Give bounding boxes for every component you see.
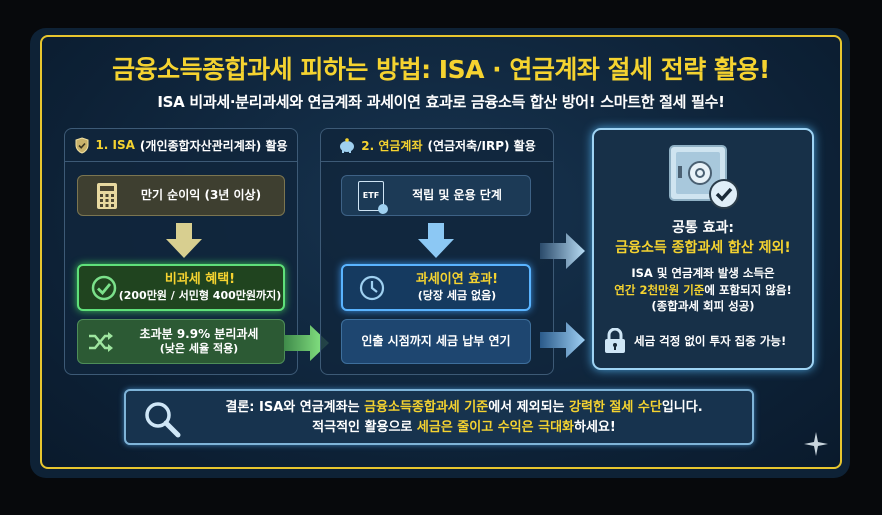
shield-check-icon: [75, 136, 89, 154]
arrow-right-blue-icon: [540, 233, 585, 269]
lock-icon: [605, 328, 625, 353]
pension-accumulation-box: ETF 적립 및 운용 단계: [341, 175, 531, 216]
isa-separate-tax-detail: (낮은 세율 적용): [159, 342, 239, 356]
common-effect-desc: ISA 및 연금계좌 발생 소득은 연간 2천만원 기준에 포함되지 않음! (…: [594, 265, 812, 315]
etf-document-icon: ETF: [358, 180, 388, 214]
magnifier-icon: [145, 402, 181, 438]
common-line2-rest: 에 포함되지 않음!: [704, 282, 792, 297]
common-line3: (종합과세 회피 성공): [651, 299, 755, 314]
calculator-icon: [97, 182, 117, 209]
safe-check-icon: [669, 145, 739, 209]
pension-withdrawal-box: 인출 시점까지 세금 납부 연기: [341, 319, 531, 364]
shuffle-icon: [89, 331, 113, 352]
isa-separate-tax-title: 초과분 9.9% 분리과세: [139, 326, 259, 341]
arrow-down-icon: [166, 223, 202, 258]
pension-panel: 2. 연금계좌 (연금저축/IRP) 활용 ETF 적립 및 운용 단계 과세이…: [320, 128, 554, 375]
conclusion-box: 결론: ISA와 연금계좌는 금융소득종합과세 기준에서 제외되는 강력한 절세…: [124, 389, 754, 445]
pension-title-num: 2. 연금계좌: [361, 138, 423, 153]
arrow-down-icon: [418, 223, 454, 258]
sparkle-icon: [804, 432, 828, 456]
subtitle: ISA 비과세·분리과세와 연금계좌 과세이연 효과로 금융소득 합산 방어! …: [157, 93, 725, 111]
isa-title-num: 1. ISA: [95, 138, 135, 152]
common-line1: ISA 및 연금계좌 발생 소득은: [631, 266, 775, 280]
isa-tax-free-box: 비과세 혜택! (200만원 / 서민형 400만원까지): [77, 264, 285, 311]
pension-deferral-title: 과세이연 효과!: [415, 272, 499, 288]
pension-deferral-box: 과세이연 효과! (당장 세금 없음): [341, 264, 531, 311]
c-p4: 적극적인 활용으로: [312, 419, 417, 435]
c-p2: 에서 제외되는: [488, 400, 570, 415]
arrow-right-blue-icon: [540, 322, 585, 358]
etf-label: ETF: [362, 191, 380, 200]
pension-withdrawal-text: 인출 시점까지 세금 납부 연기: [361, 334, 511, 349]
pension-deferral-detail: (당장 세금 없음): [417, 288, 497, 302]
c-h2: 강력한 절세 수단: [569, 400, 662, 415]
common-effect-headline: 금융소득 종합과세 합산 제외!: [615, 240, 791, 256]
pension-title-rest: (연금저축/IRP) 활용: [427, 138, 536, 153]
c-p5: 하세요!: [574, 419, 616, 435]
common-line2-highlight: 연간 2천만원 기준: [614, 282, 705, 297]
c-p3: 입니다.: [661, 400, 703, 415]
isa-panel: 1. ISA (개인종합자산관리계좌) 활용 만기 순이익 (3년 이상) 비과…: [64, 128, 298, 375]
isa-title-rest: (개인종합자산관리계좌) 활용: [139, 138, 288, 153]
lock-message: 세금 걱정 없이 투자 집중 가능!: [604, 328, 806, 354]
piggy-bank-icon: [340, 137, 355, 153]
pension-accumulation-text: 적립 및 운용 단계: [412, 188, 502, 203]
common-effect-panel: 공통 효과: 금융소득 종합과세 합산 제외! ISA 및 연금계좌 발생 소득…: [592, 128, 814, 370]
isa-tax-free-detail: (200만원 / 서민형 400만원까지): [118, 288, 282, 302]
conclusion-line1: 결론: ISA와 연금계좌는 금융소득종합과세 기준에서 제외되는 강력한 절세…: [186, 398, 742, 418]
c-p1: 결론: ISA와 연금계좌는: [225, 400, 365, 415]
pension-panel-header: 2. 연금계좌 (연금저축/IRP) 활용: [321, 129, 553, 162]
main-title: 금융소득종합과세 피하는 방법: ISA · 연금계좌 절세 전략 활용!: [112, 55, 770, 84]
conclusion-text: 결론: ISA와 연금계좌는 금융소득종합과세 기준에서 제외되는 강력한 절세…: [186, 398, 742, 437]
isa-tax-free-title: 비과세 혜택!: [164, 272, 236, 288]
lock-text: 세금 걱정 없이 투자 집중 가능!: [634, 334, 787, 348]
c-h3: 세금은 줄이고 수익은 극대화: [416, 419, 575, 435]
check-circle-icon: [91, 275, 117, 300]
clock-icon: [359, 275, 385, 300]
common-line2: 연간 2천만원 기준에 포함되지 않음!: [594, 282, 812, 299]
isa-separate-tax-box: 초과분 9.9% 분리과세 (낮은 세율 적용): [77, 319, 285, 364]
common-effect-label: 공통 효과:: [672, 220, 734, 236]
isa-panel-header: 1. ISA (개인종합자산관리계좌) 활용: [65, 129, 297, 162]
arrow-right-green-icon: [284, 325, 329, 361]
isa-maturity-text: 만기 순이익 (3년 이상): [140, 188, 262, 203]
isa-maturity-box: 만기 순이익 (3년 이상): [77, 175, 285, 216]
conclusion-line2: 적극적인 활용으로 세금은 줄이고 수익은 극대화하세요!: [186, 418, 742, 438]
c-h1: 금융소득종합과세 기준: [364, 400, 489, 415]
